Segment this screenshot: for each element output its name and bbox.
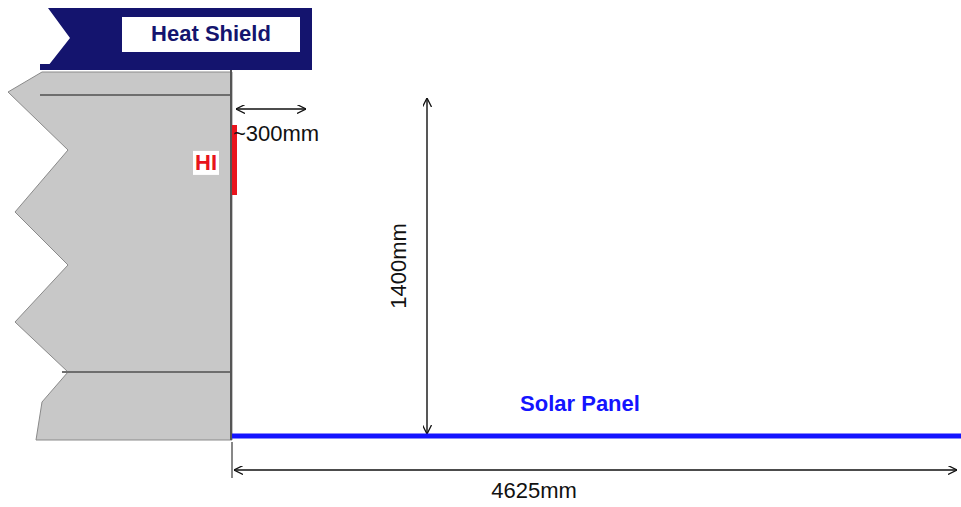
part-label: Solar Panel (518, 392, 642, 416)
dimension-label: 4625mm (489, 479, 579, 503)
dimension-line (234, 469, 957, 470)
dimension-label: ~300mm (231, 122, 321, 146)
extension-line (232, 442, 233, 478)
dimension-line (236, 108, 306, 109)
body-edge (62, 371, 232, 373)
heat-shield-shape (48, 8, 312, 70)
solar-panel (232, 434, 961, 439)
dimension-label: 1400mm (387, 221, 411, 311)
callout-label: HI (193, 151, 219, 175)
body-edge (40, 94, 232, 96)
heat-shield-label-box: Heat Shield (122, 17, 300, 52)
dimension-label: ~300mm (231, 122, 321, 146)
dimension-line (426, 98, 427, 434)
dimension-label: 4625mm (489, 479, 579, 503)
body-edge (230, 70, 232, 440)
callout-label: HI (193, 151, 219, 175)
spacecraft-body (8, 72, 232, 440)
heat-shield-rim (40, 64, 312, 70)
dimension-label: 1400mm (387, 221, 411, 311)
part-label: Solar Panel (518, 392, 642, 416)
node-title: Heat Shield (151, 22, 271, 46)
